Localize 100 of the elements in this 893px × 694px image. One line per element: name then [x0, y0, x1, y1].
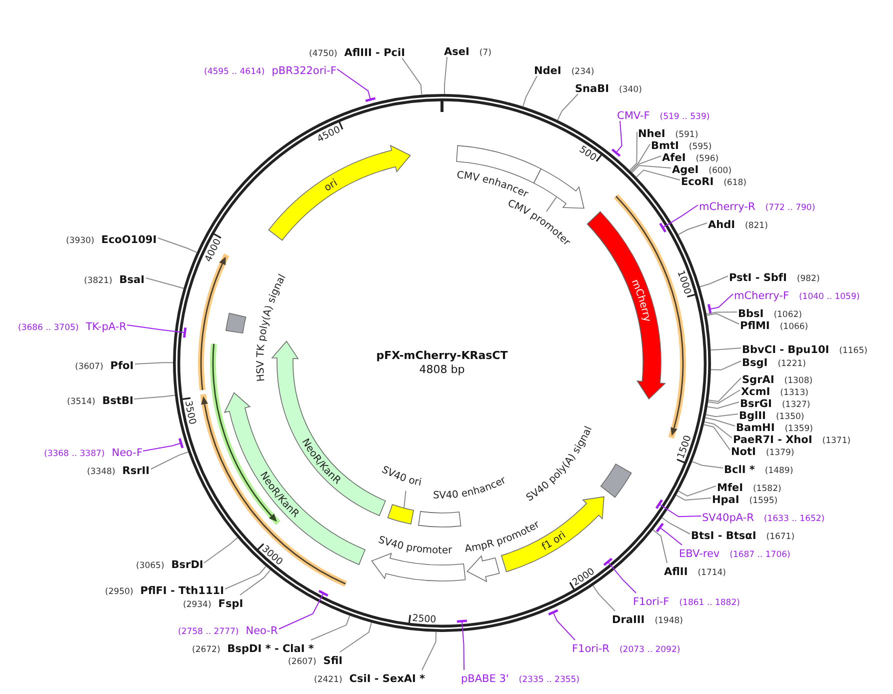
enzyme-name: BspDI * - ClaI * — [227, 643, 314, 655]
primer-binding-range: (772 .. 790) — [765, 202, 816, 214]
leader-line — [546, 196, 558, 212]
primer-name: EBV-rev — [679, 548, 720, 560]
scale-number: 2500 — [412, 612, 436, 626]
leader-line — [240, 570, 271, 596]
leader-line — [126, 324, 187, 339]
primer-binding-range: (2335 .. 2355) — [518, 674, 580, 686]
leader-line — [678, 486, 716, 496]
cut-site-position: (1595) — [749, 495, 778, 507]
enzyme-name: NotI — [731, 446, 756, 458]
feature-block — [533, 168, 584, 209]
cut-site-position: (1062) — [774, 309, 802, 321]
leader-line — [636, 170, 680, 180]
enzyme-name: BsaI — [119, 274, 145, 286]
leader-line — [692, 461, 724, 468]
primer-name: mCherry-R — [699, 201, 756, 213]
leader-line — [708, 378, 742, 402]
enzyme-name: AflII — [664, 566, 688, 578]
cut-site-position: (1582) — [753, 483, 782, 495]
cut-site-position: (7) — [479, 47, 492, 59]
enzyme-name: AflIII - PciI — [344, 47, 405, 59]
primer-binding-range: (1040 .. 1059) — [798, 291, 860, 303]
enzyme-name: AgeI — [672, 164, 699, 176]
cut-site-position: (2421) — [314, 674, 342, 686]
enzyme-name: BbvCI - Bpu10I — [742, 344, 830, 356]
leader-line — [706, 312, 738, 315]
primer-binding-range: (519 .. 539) — [660, 111, 710, 123]
primer-binding-range: (1861 .. 1882) — [679, 597, 740, 609]
enzyme-name: CsiI - SexAI * — [349, 673, 426, 685]
enzyme-name: AseI — [444, 46, 470, 58]
leader-line — [150, 452, 189, 470]
leader-line — [340, 622, 372, 652]
enzyme-name: EcoRI — [681, 176, 714, 188]
primer-binding-range: (1687 .. 1706) — [730, 549, 790, 561]
enzyme-name: HpaI — [712, 494, 740, 506]
cut-site-position: (2950) — [105, 586, 134, 598]
leader-line — [204, 537, 238, 564]
leader-line — [134, 394, 176, 400]
leader-line — [703, 424, 730, 450]
cut-site-position: (596) — [696, 153, 719, 165]
cut-site-position: (591) — [675, 129, 698, 141]
primer-name: F1ori-R — [572, 643, 610, 655]
leader-line — [706, 313, 740, 324]
enzyme-name: SnaBI — [575, 83, 610, 95]
primer-name: Neo-R — [246, 625, 278, 637]
primer-binding-range: (3368 .. 3387) — [44, 448, 105, 460]
leader-line — [602, 557, 636, 594]
leader-line — [652, 529, 668, 564]
scale-number: 4500 — [315, 124, 342, 145]
cut-site-position: (1327) — [782, 399, 810, 411]
cut-site-position: (618) — [724, 177, 746, 189]
leader-line — [704, 417, 736, 426]
cut-site-position: (600) — [708, 165, 732, 177]
cut-site-position: (1221) — [778, 358, 806, 370]
enzyme-name: BamHI — [736, 422, 775, 434]
primer-binding-range: (1633 .. 1652) — [764, 513, 825, 525]
cut-site-position: (2672) — [192, 644, 220, 656]
leader-line — [630, 144, 650, 172]
primer-name: TK-pA-R — [86, 321, 126, 333]
leader-line — [704, 421, 732, 438]
primer-name: pBABE 3' — [461, 673, 509, 685]
cut-site-position: (1379) — [766, 447, 794, 459]
cut-site-position: (1489) — [764, 465, 794, 477]
primer-binding-range: (3686 .. 3705) — [18, 322, 79, 334]
enzyme-name: BglII — [739, 410, 766, 422]
cut-site-position: (340) — [619, 84, 642, 96]
enzyme-name: SgrAI — [742, 374, 774, 386]
enzyme-name: AfeI — [662, 152, 686, 164]
enzyme-name: RsrII — [122, 465, 150, 477]
feature-label: ori — [322, 178, 340, 194]
cut-site-position: (1308) — [784, 375, 813, 387]
leader-line — [611, 120, 622, 158]
leader-line — [708, 390, 740, 404]
leader-line — [404, 490, 406, 509]
enzyme-name: BsrDI — [171, 559, 204, 571]
primer-binding-range: (2073 .. 2092) — [619, 644, 680, 656]
leader-line — [522, 76, 538, 107]
leader-line — [224, 566, 266, 590]
enzyme-name: MfeI — [717, 482, 744, 494]
enzyme-name: AhdI — [708, 219, 736, 231]
leader-line — [631, 164, 672, 174]
enzyme-name: BsrGI — [740, 398, 772, 410]
leader-line — [547, 609, 576, 640]
plasmid-name: pFX-mCherry-KRasCT — [376, 349, 508, 362]
cut-site-position: (4750) — [309, 48, 338, 60]
leader-line — [557, 94, 578, 121]
cut-site-position: (1671) — [766, 531, 795, 543]
cut-site-position: (1359) — [784, 423, 813, 435]
feature-block — [387, 504, 414, 524]
primer-name: pBR322ori-F — [272, 65, 336, 77]
cut-site-position: (3607) — [75, 361, 104, 373]
leader-line — [676, 494, 712, 501]
cut-site-position: (3348) — [87, 466, 116, 478]
cut-site-position: (1948) — [654, 615, 683, 627]
cut-site-position: (982) — [796, 273, 820, 285]
cut-site-position: (1714) — [698, 567, 726, 579]
enzyme-name: NheI — [638, 128, 666, 140]
leader-line — [592, 585, 616, 612]
feature-label: f1 ori — [540, 530, 568, 553]
